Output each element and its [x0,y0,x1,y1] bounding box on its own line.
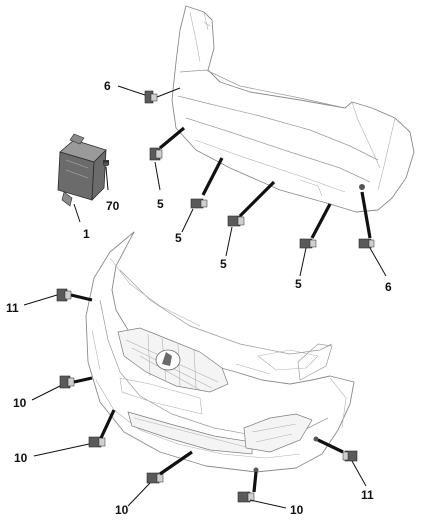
sensor-10-a [59,375,75,389]
arrow-5b [201,157,224,196]
arrow-11b [317,438,344,454]
arrow-5a [158,126,186,150]
callout-10-d: 10 [290,503,304,517]
callout-10-b: 10 [14,451,28,465]
front-sensor-hole-center [253,467,259,473]
callout-5-a: 5 [157,197,164,211]
sensor-5-b [190,198,208,209]
fixing-screw-70 [102,161,110,167]
front-bumper [85,231,355,473]
rear-bumper [171,5,415,213]
sensor-11-left [56,288,72,302]
sensor-6-top [144,90,158,104]
callout-5-d: 5 [295,277,302,291]
sensor-5-c [227,215,245,227]
arrow-11a [70,293,93,302]
callout-70: 70 [106,199,120,213]
callout-5-c: 5 [220,257,227,271]
leader-lines [23,85,387,509]
callout-1: 1 [83,227,90,241]
arrow-10b [99,409,116,439]
sensor-10-d [237,491,255,503]
sensor-10-b [88,436,106,448]
callout-labels: 6 70 1 5 5 5 5 6 11 10 10 10 10 11 [6,79,392,517]
callout-6-right: 6 [385,280,392,294]
sensor-5-d [299,238,317,249]
callout-11-right: 11 [361,488,374,502]
arrow-6b [360,191,372,239]
front-sensor-hole [313,436,319,442]
lion-logo-icon [162,352,172,366]
callout-5-b: 5 [175,231,182,245]
arrow-10c [159,450,193,476]
arrow-10a [73,376,93,384]
rear-sensor-hole [359,184,365,190]
callout-10-c: 10 [115,503,129,517]
arrow-5c [238,180,276,218]
callout-6-top: 6 [104,79,111,93]
insertion-arrows [70,126,372,493]
callout-10-a: 10 [13,396,27,410]
sensor-11-right [342,450,358,462]
sensor-5-a [149,147,163,161]
arrow-10d [252,471,258,493]
callout-11-left: 11 [6,301,19,315]
parking-ecu-module [57,133,109,207]
arrow-5d [310,203,332,239]
sensor-6-right [358,238,375,249]
